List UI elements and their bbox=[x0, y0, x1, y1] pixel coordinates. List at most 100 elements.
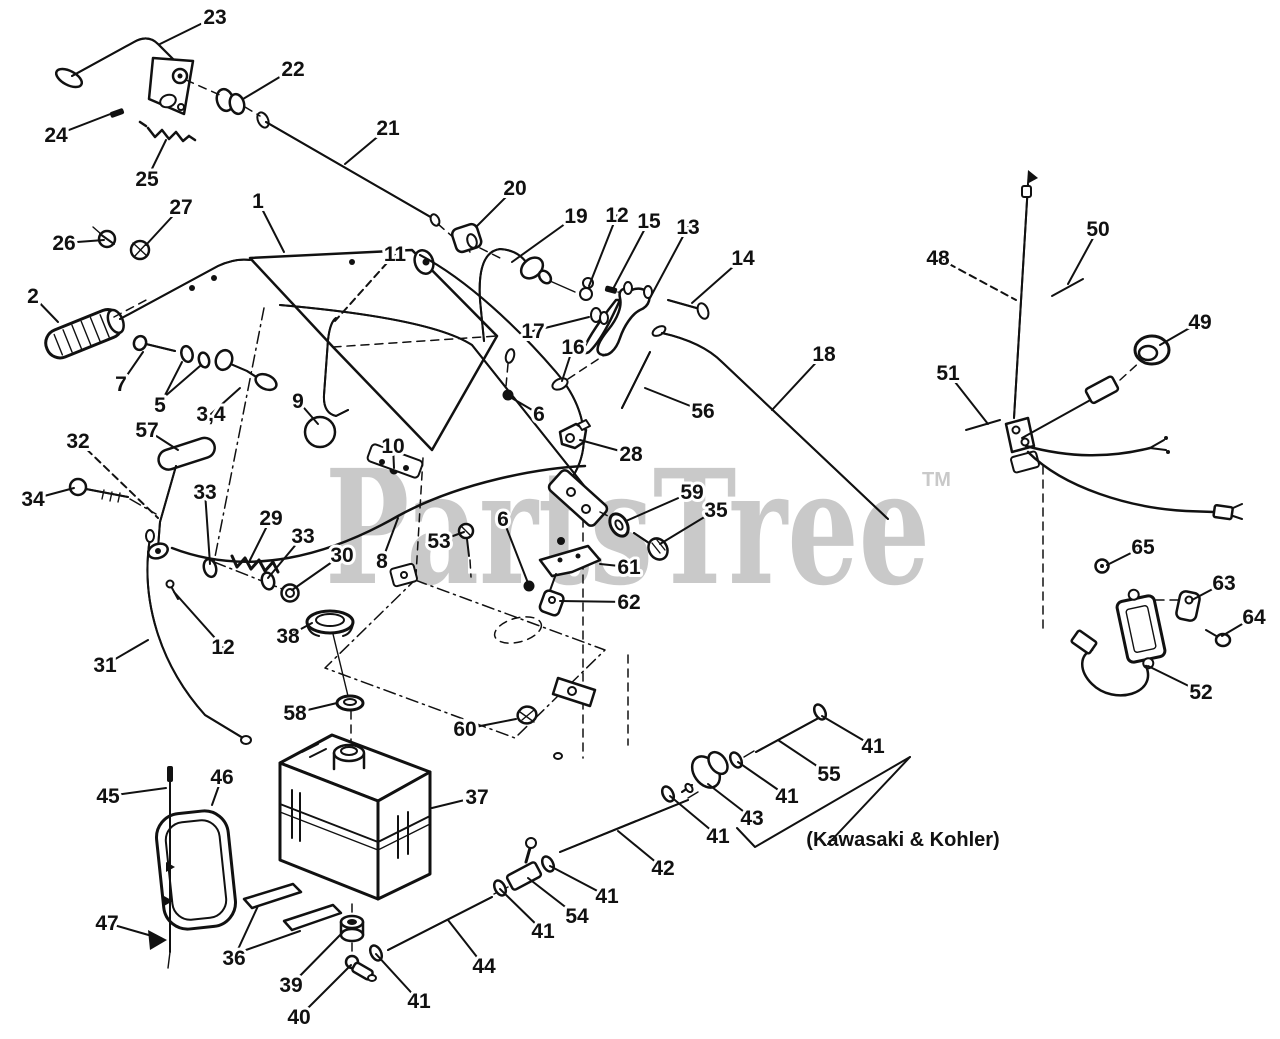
callout-label-59: 59 bbox=[680, 481, 703, 504]
screw-64 bbox=[1205, 629, 1219, 638]
callout-label-29: 29 bbox=[259, 507, 282, 530]
clip-63 bbox=[1175, 590, 1201, 622]
callout-label-62: 62 bbox=[617, 591, 640, 614]
callout-leader-10 bbox=[392, 445, 395, 469]
callout-leader-38 bbox=[287, 622, 313, 637]
callout-label-53: 53 bbox=[427, 530, 450, 553]
callout-leader-31 bbox=[104, 639, 149, 666]
callout-leader-29 bbox=[249, 517, 272, 561]
callout-leader-40 bbox=[298, 964, 352, 1018]
note-bracket bbox=[736, 756, 911, 848]
throttle-rod-assembly bbox=[965, 170, 1243, 629]
callout-leader-15 bbox=[612, 220, 650, 290]
callout-label-2: 2 bbox=[27, 285, 39, 308]
callout-label-34: 34 bbox=[21, 488, 45, 511]
callout-label-37: 37 bbox=[465, 786, 488, 809]
callout-label-20: 20 bbox=[503, 177, 526, 200]
callout-label-60: 60 bbox=[453, 718, 476, 741]
callout-label-11: 11 bbox=[384, 243, 407, 266]
callout-leader-26 bbox=[63, 239, 105, 244]
lever-tube-core bbox=[71, 37, 177, 77]
callout-leader-42 bbox=[617, 830, 664, 869]
callout-leader-48 bbox=[937, 257, 1017, 301]
callout-leader-56 bbox=[644, 387, 704, 412]
callout-label-44: 44 bbox=[472, 955, 496, 978]
callout-label-56: 56 bbox=[691, 400, 714, 423]
grommet-60 bbox=[516, 705, 538, 725]
upper-lever-assembly bbox=[54, 37, 471, 253]
callout-label-33: 33 bbox=[193, 481, 216, 504]
callout-label-46: 46 bbox=[210, 766, 233, 789]
callout-label-13: 13 bbox=[676, 216, 699, 239]
callout-label-15: 15 bbox=[637, 210, 661, 233]
callout-leader-63 bbox=[1191, 582, 1225, 601]
rod-18-core bbox=[661, 332, 889, 520]
pad-36a bbox=[242, 882, 303, 910]
harness-cable bbox=[1021, 397, 1095, 439]
callout-leader-51 bbox=[947, 372, 989, 425]
callout-leader-30 bbox=[291, 554, 343, 591]
callout-leader-59 bbox=[625, 491, 693, 522]
harness-wire-2 bbox=[1024, 444, 1152, 457]
callout-leader-32 bbox=[77, 440, 159, 519]
callout-label-14: 14 bbox=[731, 247, 755, 270]
callout-leader-60 bbox=[464, 718, 517, 730]
callout-label-58: 58 bbox=[283, 702, 307, 725]
callout-label-6: 6 bbox=[533, 403, 545, 426]
callout-label-23: 23 bbox=[203, 6, 226, 29]
left-handlebar-tube bbox=[119, 258, 251, 320]
callout-label-18: 18 bbox=[812, 343, 836, 366]
callout-label-38: 38 bbox=[276, 625, 300, 648]
tube-core bbox=[85, 488, 129, 498]
fuel-line-44-core bbox=[387, 896, 493, 951]
callout-leader-50 bbox=[1067, 228, 1099, 285]
callout-label-57: 57 bbox=[135, 419, 158, 442]
callout-label-41: 41 bbox=[706, 825, 730, 848]
callout-label-45: 45 bbox=[96, 785, 120, 808]
clamp-41c bbox=[540, 855, 556, 873]
clamp-41d bbox=[660, 785, 676, 803]
callout-label-3,4: 3,4 bbox=[196, 403, 226, 426]
callout-label-49: 49 bbox=[1188, 311, 1211, 334]
callout-leader-5 bbox=[159, 361, 183, 406]
callout-label-32: 32 bbox=[66, 430, 89, 453]
module-connector bbox=[1070, 629, 1098, 655]
harness-connector bbox=[1084, 375, 1120, 405]
callout-label-41: 41 bbox=[407, 990, 431, 1013]
callout-label-36: 36 bbox=[222, 947, 245, 970]
callout-label-28: 28 bbox=[619, 443, 643, 466]
callout-leader-41 bbox=[737, 761, 788, 797]
right-handlebar-tube-a-core bbox=[279, 304, 606, 513]
callout-leader-57 bbox=[146, 429, 179, 451]
callout-label-27: 27 bbox=[169, 196, 192, 219]
callout-label-51: 51 bbox=[936, 362, 960, 385]
throttle-rod-48-core bbox=[1013, 183, 1029, 419]
callout-leader-41 bbox=[549, 865, 608, 897]
fuel-line-assembly bbox=[368, 703, 911, 962]
callout-leader-16 bbox=[561, 346, 574, 382]
callout-label-10: 10 bbox=[381, 435, 404, 458]
callout-label-43: 43 bbox=[740, 807, 763, 830]
spring-29 bbox=[230, 554, 280, 574]
callout-leader-27 bbox=[145, 206, 182, 246]
module-52 bbox=[1115, 594, 1167, 664]
callout-leader-54 bbox=[527, 877, 578, 917]
left-handlebar-tube-core bbox=[119, 258, 251, 320]
brake-lever-assembly bbox=[68, 307, 301, 745]
washer-33b bbox=[260, 571, 276, 591]
callout-leader-37 bbox=[431, 796, 478, 809]
bolt-34-head bbox=[68, 477, 88, 497]
callout-leader-39 bbox=[290, 930, 345, 986]
callout-label-48: 48 bbox=[926, 247, 950, 270]
callout-leader-20 bbox=[476, 187, 516, 227]
u-bracket-tube-core bbox=[322, 317, 349, 417]
callout-leader-1 bbox=[257, 200, 285, 253]
tube-end-bracket bbox=[547, 469, 609, 527]
callout-leader-46 bbox=[211, 776, 223, 806]
callout-leader-52 bbox=[1147, 665, 1202, 693]
callout-label-50: 50 bbox=[1086, 218, 1109, 241]
callout-label-41: 41 bbox=[531, 920, 555, 943]
callout-label-24: 24 bbox=[44, 124, 68, 147]
screw-12b bbox=[165, 579, 175, 589]
